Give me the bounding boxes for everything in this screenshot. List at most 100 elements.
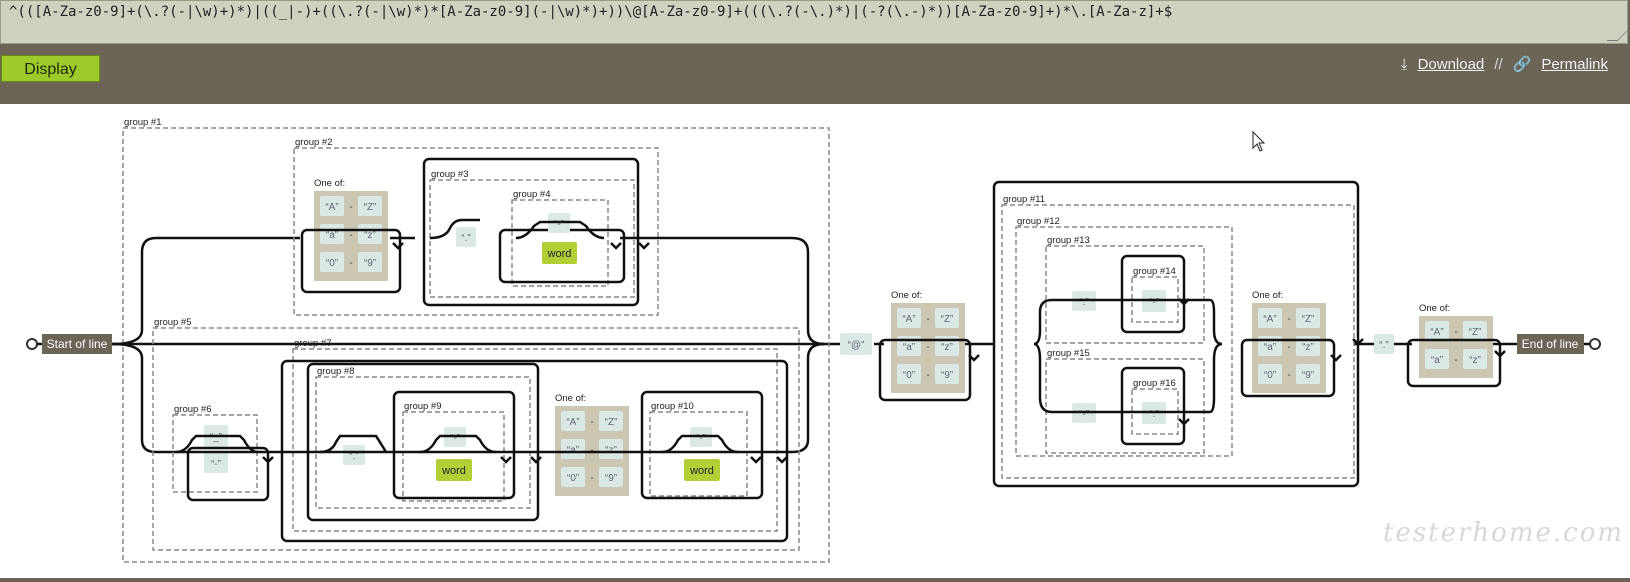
range-end-box [935,364,959,384]
group-label: group #5 [154,317,192,328]
range-start-text: “a” [1264,342,1276,353]
word-or-dash [419,434,497,454]
range-dash: - [349,202,352,213]
group-box [122,127,830,563]
branch-top [111,236,300,346]
repeat-loop [992,180,1360,488]
one-of-label: One of: [891,290,922,301]
range-end-box [599,411,623,431]
range-dash: - [349,258,352,269]
range-dash: - [926,370,929,381]
group-label: group #12 [1017,216,1060,227]
repeat-loop [640,390,764,500]
loop-arrow [262,456,274,464]
range-end-text: “9” [605,473,617,484]
group-label: group #14 [1133,266,1176,277]
range-end-box [1463,349,1487,369]
end-label: End of line [1522,337,1579,351]
repeat-loop [186,446,270,502]
start-label-box [42,334,112,354]
regex-text: ^(([A-Za-z0-9]+(\.?(-|\w)+)*)|((_|-)+((\… [9,4,1173,20]
one-of-label: One of: [1419,303,1450,314]
repeat-loop [1120,366,1186,446]
branch-15 [1033,342,1223,414]
range-end-text: “Z” [1302,314,1315,325]
word-text: word [547,248,572,260]
repeat-loop [422,157,640,307]
repeat-loop [300,228,402,294]
resize-grip[interactable] [1606,30,1627,41]
range-end-text: “Z” [364,202,377,213]
start-label: Start of line [47,337,108,351]
range-start-box [561,439,585,459]
literal-text: “.” [461,233,470,244]
literal-text: “_” [210,432,222,443]
repeat-loop [306,362,540,522]
group-label: group #4 [513,189,551,200]
watermark: testerhome.com [1382,518,1624,548]
literal-box [204,453,228,473]
permalink-icon: 🔗 [1512,56,1532,73]
one-of-label: One of: [1252,290,1283,301]
range-start-text: “A” [1263,314,1276,325]
group-box [1045,245,1205,344]
range-end-text: “Z” [941,314,954,325]
download-link[interactable]: Download [1417,55,1485,73]
group-box [292,348,778,532]
one-of-label: One of: [555,393,586,404]
word-text: word [689,465,714,477]
range-start-text: “a” [903,342,915,353]
dot-optional [429,218,480,240]
permalink-link[interactable]: Permalink [1541,55,1608,73]
regex-input[interactable]: ^(([A-Za-z0-9]+(\.?(-|\w)+)*)|((_|-)+((\… [0,0,1628,44]
range-dash: - [590,417,593,428]
range-end-text: “z” [941,342,953,353]
group-box [402,411,505,502]
group-label: group #3 [431,169,469,180]
loop-arrow [968,354,980,362]
group-label: group #16 [1133,378,1176,389]
group-box [152,327,800,551]
loop-arrow [392,242,404,250]
link-separator: // [1494,55,1503,73]
range-end-box [358,252,382,272]
repeat-loop [878,338,972,402]
range-end-box [358,196,382,216]
alt-underscore [175,434,259,454]
word-or-dash [515,220,605,240]
loop-arrow [1330,354,1342,362]
loop-arrow [776,456,788,464]
word-text: word [441,465,466,477]
group-label: group #11 [1003,194,1045,205]
range-dash: - [1287,342,1290,353]
range-start-box [561,467,585,487]
group-label: group #6 [174,404,212,415]
loop-arrow [610,242,622,250]
word-box [684,459,720,481]
one-of-label: One of: [314,178,345,189]
display-button[interactable]: Display [1,55,100,82]
range-end-text: “9” [941,370,953,381]
range-start-text: “A” [325,202,338,213]
range-end-text: “z” [364,230,376,241]
range-start-text: “0” [326,258,338,269]
literal-box [343,445,365,465]
group-label: group #2 [295,137,333,148]
word-box [436,459,472,481]
range-start-box [1425,321,1449,341]
range-dash: - [1454,355,1457,366]
literal-text: “.” [1379,340,1388,351]
range-start-box [1425,349,1449,369]
range-start-text: “a” [567,445,579,456]
literal-text: “.” [349,451,358,462]
range-end-box [1296,308,1320,328]
loop-arrow [1178,418,1190,426]
group-label: group #13 [1047,235,1090,246]
repeat-loop [1406,338,1502,388]
range-start-text: “0” [567,473,579,484]
range-dash: - [926,342,929,353]
range-end-text: “9” [1302,370,1314,381]
literal-text: “-” [696,433,706,444]
range-dash: - [1287,370,1290,381]
